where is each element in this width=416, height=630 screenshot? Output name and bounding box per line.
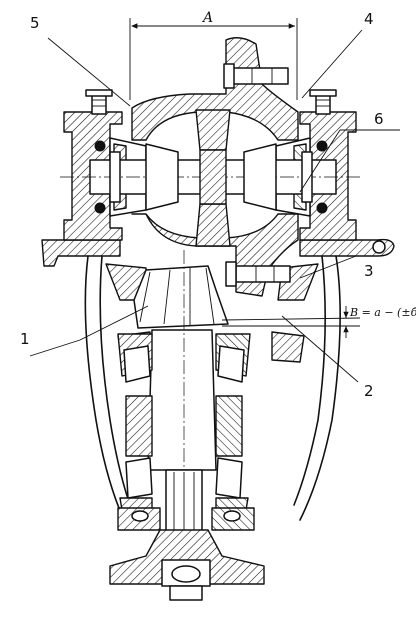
clearance-annotation: B = a − (±б) (221, 306, 416, 338)
output-flange (109, 529, 265, 601)
part-label-4: 4 (364, 10, 374, 28)
part-label-3: 3 (364, 262, 374, 280)
ring-gear-and-pinion (133, 265, 229, 329)
part-label-5: 5 (30, 14, 40, 32)
dimension-a-label: A (201, 10, 213, 26)
part-label-1: 1 (20, 330, 30, 348)
pinion-shaft (117, 250, 255, 600)
differential-case (131, 37, 299, 297)
dimension-a: A (129, 10, 298, 100)
leader-lines (29, 29, 400, 383)
axle-shaft (60, 109, 360, 247)
part-label-6: 6 (374, 110, 384, 128)
clearance-formula: B = a − (±б) (349, 306, 416, 319)
part-label-2: 2 (364, 382, 374, 400)
